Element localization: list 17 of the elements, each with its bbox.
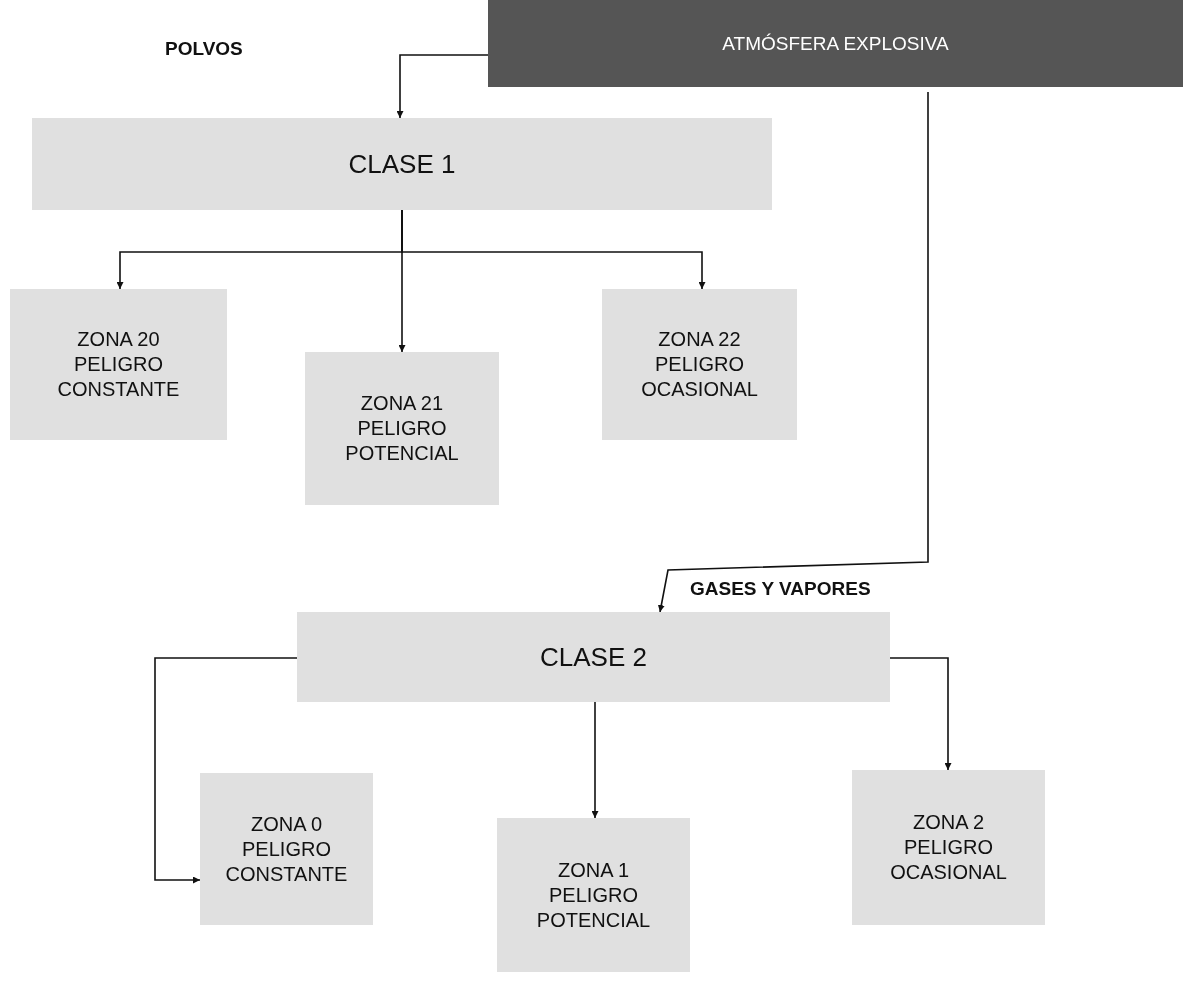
arrow: [396, 54, 489, 119]
section-label: POLVOS: [165, 38, 243, 60]
class-box: CLASE 1: [32, 118, 772, 210]
arrow: [889, 657, 952, 771]
zone-box: ZONA 21 PELIGRO POTENCIAL: [305, 352, 499, 505]
arrow: [401, 209, 706, 290]
arrow: [657, 91, 929, 613]
arrow: [591, 701, 599, 819]
zone-box: ZONA 1 PELIGRO POTENCIAL: [497, 818, 690, 972]
class-box: CLASE 2: [297, 612, 890, 702]
header-box: ATMÓSFERA EXPLOSIVA: [488, 0, 1183, 87]
zone-box: ZONA 2 PELIGRO OCASIONAL: [852, 770, 1045, 925]
zone-box: ZONA 20 PELIGRO CONSTANTE: [10, 289, 227, 440]
zone-box: ZONA 22 PELIGRO OCASIONAL: [602, 289, 797, 440]
section-label: GASES Y VAPORES: [690, 578, 871, 600]
zone-box: ZONA 0 PELIGRO CONSTANTE: [200, 773, 373, 925]
arrow: [154, 657, 298, 884]
